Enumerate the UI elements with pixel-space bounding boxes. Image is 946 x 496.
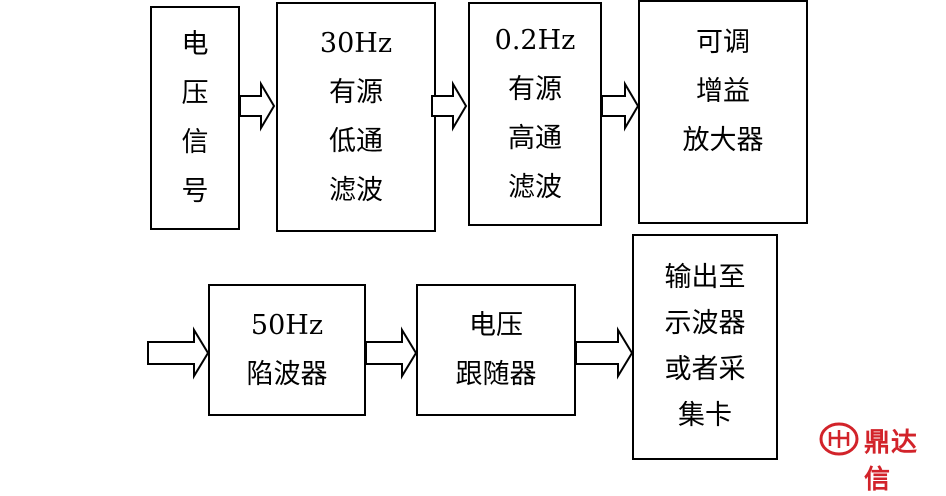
block-diagram: 电 压 信 号 30Hz 有源 低通 滤波 0.2Hz 有源 高通 滤波 可调 … (147, 0, 942, 495)
highpass-filter-block: 0.2Hz 有源 高通 滤波 (468, 2, 602, 226)
voltage-signal-label: 电 压 信 号 (181, 29, 209, 207)
arrow-follower-to-output (575, 326, 634, 380)
adjustable-amplifier-label: 可调 增益 放大器 (682, 27, 764, 156)
adjustable-amplifier-block: 可调 增益 放大器 (638, 0, 808, 224)
lowpass-filter-block: 30Hz 有源 低通 滤波 (276, 2, 436, 232)
notch-filter-label: 50Hz 陷波器 (246, 310, 328, 390)
lowpass-filter-label: 30Hz 有源 低通 滤波 (319, 28, 393, 206)
arrow-lowpass-to-highpass (431, 80, 468, 132)
arrow-signal-to-lowpass (239, 80, 276, 132)
arrow-highpass-to-amplifier (601, 80, 640, 132)
watermark-text: 鼎达信 (864, 428, 919, 495)
notch-filter-block: 50Hz 陷波器 (208, 284, 366, 416)
highpass-filter-label: 0.2Hz 有源 高通 滤波 (494, 25, 576, 203)
voltage-follower-block: 电压 跟随器 (416, 284, 576, 416)
logo-emblem-icon (819, 422, 859, 456)
arrow-into-notch (147, 326, 210, 380)
output-block: 输出至 示波器 或者采 集卡 (632, 234, 778, 460)
arrow-notch-to-follower (365, 326, 418, 380)
watermark-logo: 鼎达信 (818, 418, 942, 495)
output-label: 输出至 示波器 或者采 集卡 (664, 262, 746, 431)
voltage-signal-block: 电 压 信 号 (150, 6, 240, 230)
voltage-follower-label: 电压 跟随器 (455, 310, 537, 390)
